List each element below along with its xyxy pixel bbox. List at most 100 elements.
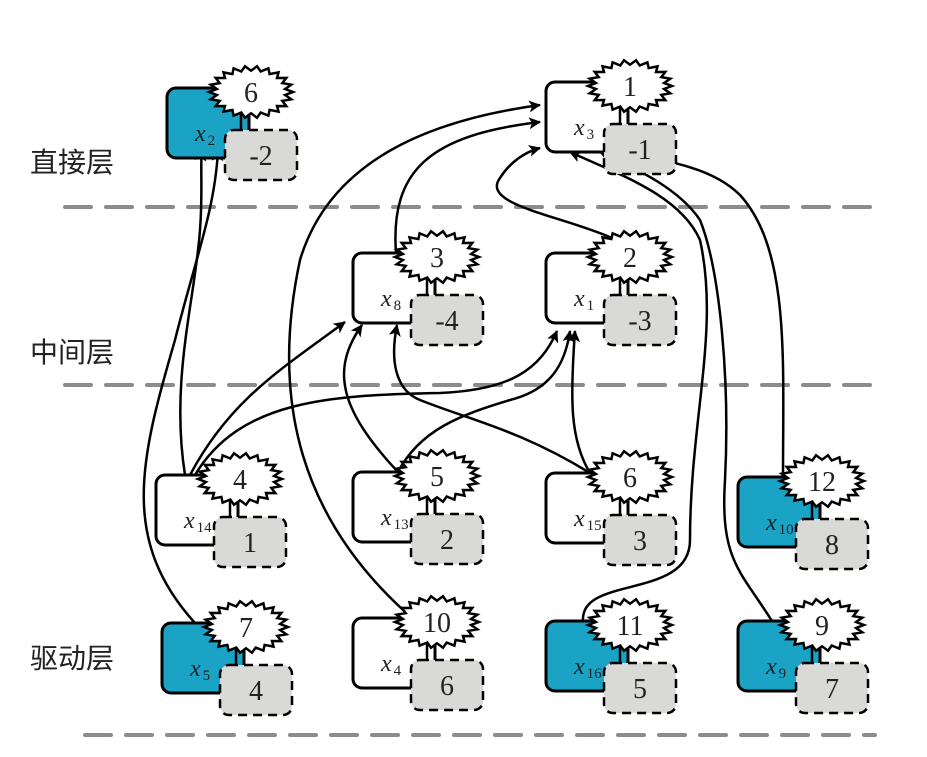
node-subscript: 4 bbox=[394, 663, 402, 679]
burst-value: 10 bbox=[423, 608, 451, 639]
burst-badge bbox=[584, 229, 676, 285]
edge-x1-x3 bbox=[495, 145, 613, 240]
tag-value: 7 bbox=[825, 674, 839, 705]
tag-value: 1 bbox=[243, 528, 257, 559]
tag-box bbox=[212, 515, 288, 569]
burst-value: 7 bbox=[239, 613, 253, 644]
edge-x16-x3 bbox=[569, 150, 709, 622]
node-subscript: 15 bbox=[587, 518, 602, 534]
node-var: x bbox=[380, 651, 392, 677]
tag-box bbox=[409, 512, 485, 566]
burst-badge bbox=[391, 448, 483, 504]
edge-x4-x3 bbox=[287, 100, 541, 619]
tag-box bbox=[602, 293, 678, 347]
edge-x14-x2 bbox=[179, 149, 207, 476]
layer-label-middle: 中间层 bbox=[30, 336, 114, 369]
node-var: x bbox=[765, 654, 777, 680]
edge-x15-x8 bbox=[388, 324, 591, 475]
burst-badge bbox=[584, 449, 676, 505]
node-var: x bbox=[573, 286, 585, 312]
edge-x13-x8 bbox=[342, 324, 399, 473]
burst-value: 4 bbox=[233, 465, 247, 496]
burst-badge bbox=[205, 64, 297, 120]
tag-box bbox=[409, 658, 485, 712]
edge-x8-x3 bbox=[394, 117, 541, 254]
node-var: x bbox=[380, 505, 392, 531]
tag-box bbox=[602, 513, 678, 567]
tag-value: -3 bbox=[628, 306, 651, 337]
burst-badge bbox=[584, 58, 676, 114]
tag-value: 6 bbox=[440, 671, 454, 702]
tag-value: 5 bbox=[633, 674, 647, 705]
burst-value: 2 bbox=[623, 243, 637, 274]
node-var: x bbox=[183, 508, 195, 534]
node-var: x bbox=[765, 510, 777, 536]
tag-box bbox=[602, 661, 678, 715]
tag-box bbox=[223, 128, 299, 182]
edge-x5-x2 bbox=[142, 149, 224, 624]
node-var: x bbox=[573, 654, 585, 680]
burst-value: 11 bbox=[617, 611, 644, 642]
tag-value: 2 bbox=[440, 525, 454, 556]
burst-badge bbox=[200, 599, 292, 655]
tag-value: -1 bbox=[628, 135, 651, 166]
tag-value: -4 bbox=[435, 306, 458, 337]
edge-x14-x1 bbox=[193, 330, 559, 476]
node-subscript: 13 bbox=[394, 517, 409, 533]
burst-badge bbox=[584, 597, 676, 653]
tag-value: -2 bbox=[249, 141, 272, 172]
burst-badge bbox=[194, 451, 286, 507]
burst-value: 6 bbox=[244, 78, 258, 109]
node-subscript: 5 bbox=[203, 668, 211, 684]
node-var: x bbox=[189, 656, 201, 682]
node-var: x bbox=[573, 115, 585, 141]
node-subscript: 1 bbox=[587, 298, 595, 314]
node-subscript: 10 bbox=[779, 522, 794, 538]
burst-badge bbox=[776, 453, 868, 509]
tag-box bbox=[218, 663, 294, 717]
burst-badge bbox=[776, 597, 868, 653]
node-subscript: 9 bbox=[779, 666, 787, 682]
burst-value: 6 bbox=[623, 463, 637, 494]
node-subscript: 8 bbox=[394, 298, 402, 314]
edge-x15-x1 bbox=[568, 330, 592, 474]
tag-box bbox=[794, 517, 870, 571]
edge-x13-x1 bbox=[396, 330, 575, 473]
tag-value: 3 bbox=[633, 526, 647, 557]
node-subscript: 3 bbox=[587, 127, 595, 143]
edge-x9-x3 bbox=[599, 150, 774, 622]
burst-value: 5 bbox=[430, 462, 444, 493]
node-var: x bbox=[194, 121, 206, 147]
burst-badge bbox=[391, 594, 483, 650]
layer-label-driver: 驱动层 bbox=[30, 642, 114, 675]
layer-label-direct: 直接层 bbox=[30, 146, 114, 179]
node-subscript: 14 bbox=[197, 520, 213, 536]
node-var: x bbox=[380, 286, 392, 312]
burst-value: 9 bbox=[815, 611, 829, 642]
tag-box bbox=[794, 661, 870, 715]
